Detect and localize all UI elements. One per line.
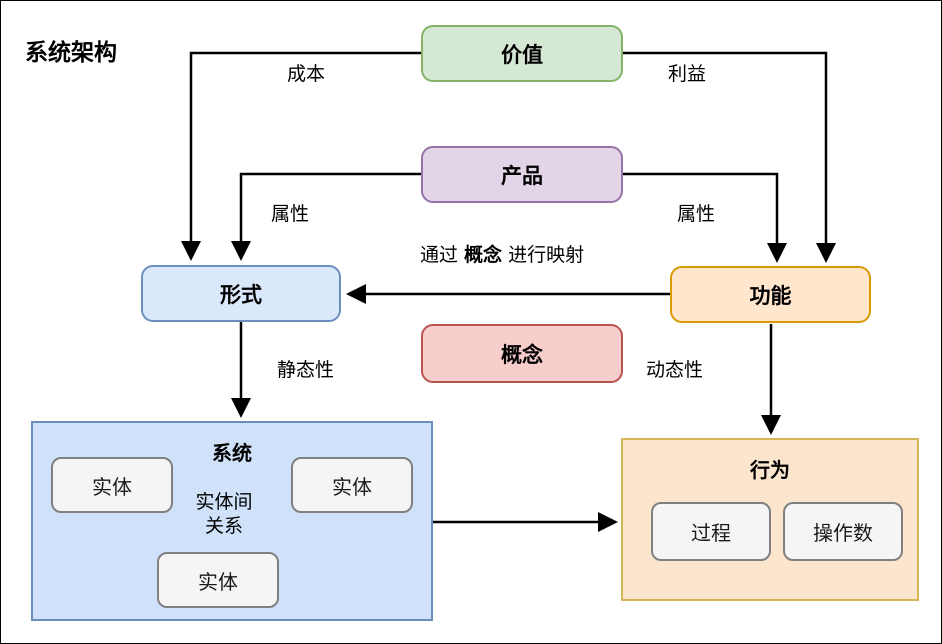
node-concept[interactable]: 概念 [421, 324, 623, 383]
edge-label-attribute-left: 属性 [271, 203, 310, 225]
container-behavior-title: 行为 [750, 458, 790, 482]
mapping-suffix: 进行映射 [502, 244, 585, 266]
node-form[interactable]: 形式 [141, 265, 341, 322]
edge-label-static: 静态性 [277, 359, 335, 381]
mapping-bold-concept: 概念 [464, 244, 503, 266]
edge-label-mapping: 通过 概念 进行映射 [420, 240, 584, 267]
node-function[interactable]: 功能 [670, 266, 871, 323]
entity-box-1[interactable]: 实体 [51, 457, 173, 513]
behavior-child-operand[interactable]: 操作数 [783, 502, 903, 561]
node-product[interactable]: 产品 [421, 146, 623, 203]
page-title: 系统架构 [25, 40, 117, 66]
entity-box-3[interactable]: 实体 [157, 552, 279, 608]
entity-box-2[interactable]: 实体 [291, 457, 413, 513]
edge-label-benefit: 利益 [668, 63, 707, 85]
edge-label-entity-relation: 实体间关系 [181, 491, 267, 539]
edge-label-dynamic: 动态性 [646, 359, 704, 381]
behavior-child-process[interactable]: 过程 [651, 502, 771, 561]
container-system-title: 系统 [212, 441, 252, 465]
edge-value-to-function [623, 51, 836, 263]
entity-relation-line-1: 实体间 [195, 491, 253, 513]
entity-relation-line-2: 关系 [204, 514, 243, 537]
node-value[interactable]: 价值 [421, 25, 623, 82]
edge-label-cost: 成本 [287, 63, 326, 85]
edge-label-attribute-right: 属性 [677, 203, 716, 225]
mapping-prefix: 通过 [420, 244, 465, 266]
edge-product-to-form [231, 172, 421, 261]
